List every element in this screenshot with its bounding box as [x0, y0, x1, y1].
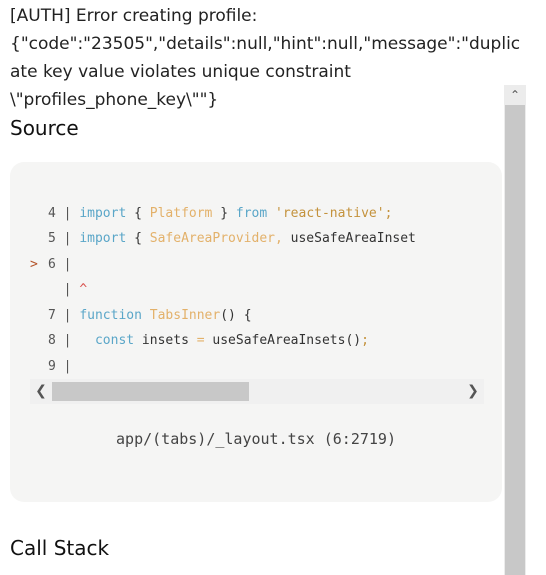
line-number: 4 |	[48, 206, 80, 221]
source-file-location[interactable]: app/(tabs)/_layout.tsx (6:2719)	[116, 430, 396, 448]
code-line: 8 | const insets = useSafeAreaInsets();	[30, 331, 369, 351]
code-token: insets	[134, 333, 197, 348]
code-token: const	[94, 333, 135, 348]
code-line: 4 | import { Platform } from 'react-nati…	[30, 204, 392, 224]
vertical-scroll-thumb[interactable]	[505, 105, 525, 575]
code-line: 9 |	[30, 357, 79, 374]
code-token: import	[79, 206, 127, 221]
line-number: 5 |	[48, 231, 80, 246]
line-marker: >	[30, 257, 38, 272]
horizontal-scrollbar[interactable]: ❮ ❯	[30, 379, 484, 404]
error-message: [AUTH] Error creating profile: {"code":"…	[10, 6, 521, 110]
code-token: ^	[79, 282, 88, 297]
scroll-up-arrow-icon[interactable]: ⌃	[509, 88, 521, 102]
code-token: from	[235, 206, 268, 221]
code-token: function	[79, 308, 142, 323]
line-number: 6 |	[48, 257, 80, 272]
code-token: 'react-native';	[275, 206, 393, 221]
call-stack-heading: Call Stack	[10, 536, 110, 560]
line-number: 7 |	[48, 308, 80, 323]
line-number: 8 |	[48, 333, 80, 348]
scroll-right-arrow-icon[interactable]: ❯	[467, 383, 479, 399]
code-token	[142, 308, 150, 323]
code-token: {	[126, 231, 150, 246]
code-line: 7 | function TabsInner() {	[30, 306, 252, 326]
code-token: }	[212, 206, 236, 221]
code-token	[267, 206, 275, 221]
code-token: {	[126, 206, 150, 221]
code-line: >6 |	[30, 255, 79, 275]
code-snippet: 4 | import { Platform } from 'react-nati…	[30, 204, 484, 374]
source-code-frame: 4 | import { Platform } from 'react-nati…	[10, 162, 502, 502]
source-heading: Source	[10, 116, 79, 140]
vertical-scrollbar[interactable]: ⌃	[504, 85, 526, 575]
code-line: 5 | import { SafeAreaProvider, useSafeAr…	[30, 229, 416, 249]
code-token: useSafeAreaInset	[282, 231, 416, 246]
code-token: =	[196, 333, 205, 348]
code-token: TabsInner	[149, 308, 221, 323]
code-token: SafeAreaProvider,	[149, 231, 283, 246]
line-number: |	[48, 282, 80, 297]
code-token: useSafeAreaInsets()	[204, 333, 362, 348]
code-token	[79, 333, 95, 348]
scroll-left-arrow-icon[interactable]: ❮	[35, 383, 47, 399]
code-token: Platform	[149, 206, 213, 221]
code-token: ;	[361, 333, 369, 348]
code-token: () {	[220, 308, 252, 323]
code-line: | ^	[30, 280, 88, 300]
horizontal-scroll-thumb[interactable]	[52, 382, 249, 401]
code-token: import	[79, 231, 127, 246]
line-number: 9 |	[48, 359, 80, 374]
